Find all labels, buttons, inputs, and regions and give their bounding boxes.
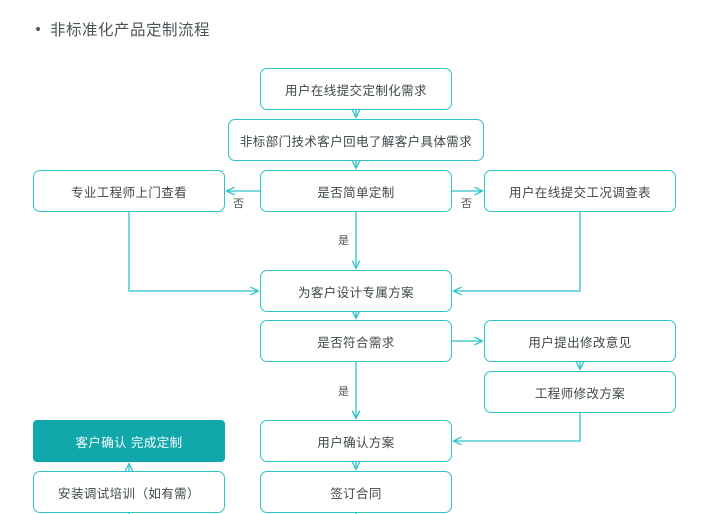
node-sign-contract[interactable]: 签订合同 (260, 471, 452, 513)
edge-revise-to-confirm (454, 413, 581, 441)
node-survey-form[interactable]: 用户在线提交工况调查表 (484, 170, 676, 212)
edge-label-yes-meets: 是 (338, 386, 350, 398)
node-is-simple-custom[interactable]: 是否简单定制 (260, 170, 452, 212)
page-title-text: 非标准化产品定制流程 (50, 22, 211, 39)
node-confirm-plan[interactable]: 用户确认方案 (260, 420, 452, 462)
node-engineer-revise[interactable]: 工程师修改方案 (484, 371, 676, 413)
edge-label-yes-simple: 是 (338, 235, 350, 247)
node-engineer-visit[interactable]: 专业工程师上门查看 (33, 170, 225, 212)
edge-label-no-right: 否 (461, 198, 473, 210)
node-customer-confirmed-done[interactable]: 客户确认 完成定制 (33, 420, 225, 462)
node-install-training[interactable]: 安装调试培训（如有需） (33, 471, 225, 513)
node-submit-request[interactable]: 用户在线提交定制化需求 (260, 68, 452, 110)
bullet-dot-icon (36, 27, 40, 31)
node-design-plan[interactable]: 为客户设计专属方案 (260, 270, 452, 312)
edge-label-no-left: 否 (233, 198, 245, 210)
node-meets-requirement[interactable]: 是否符合需求 (260, 320, 452, 362)
edge-survey-to-design (454, 212, 581, 291)
node-user-feedback[interactable]: 用户提出修改意见 (484, 320, 676, 362)
edge-visit-to-design (128, 212, 258, 291)
page-title: 非标准化产品定制流程 (36, 18, 210, 40)
node-callback-detail[interactable]: 非标部门技术客户回电了解客户具体需求 (228, 119, 484, 161)
